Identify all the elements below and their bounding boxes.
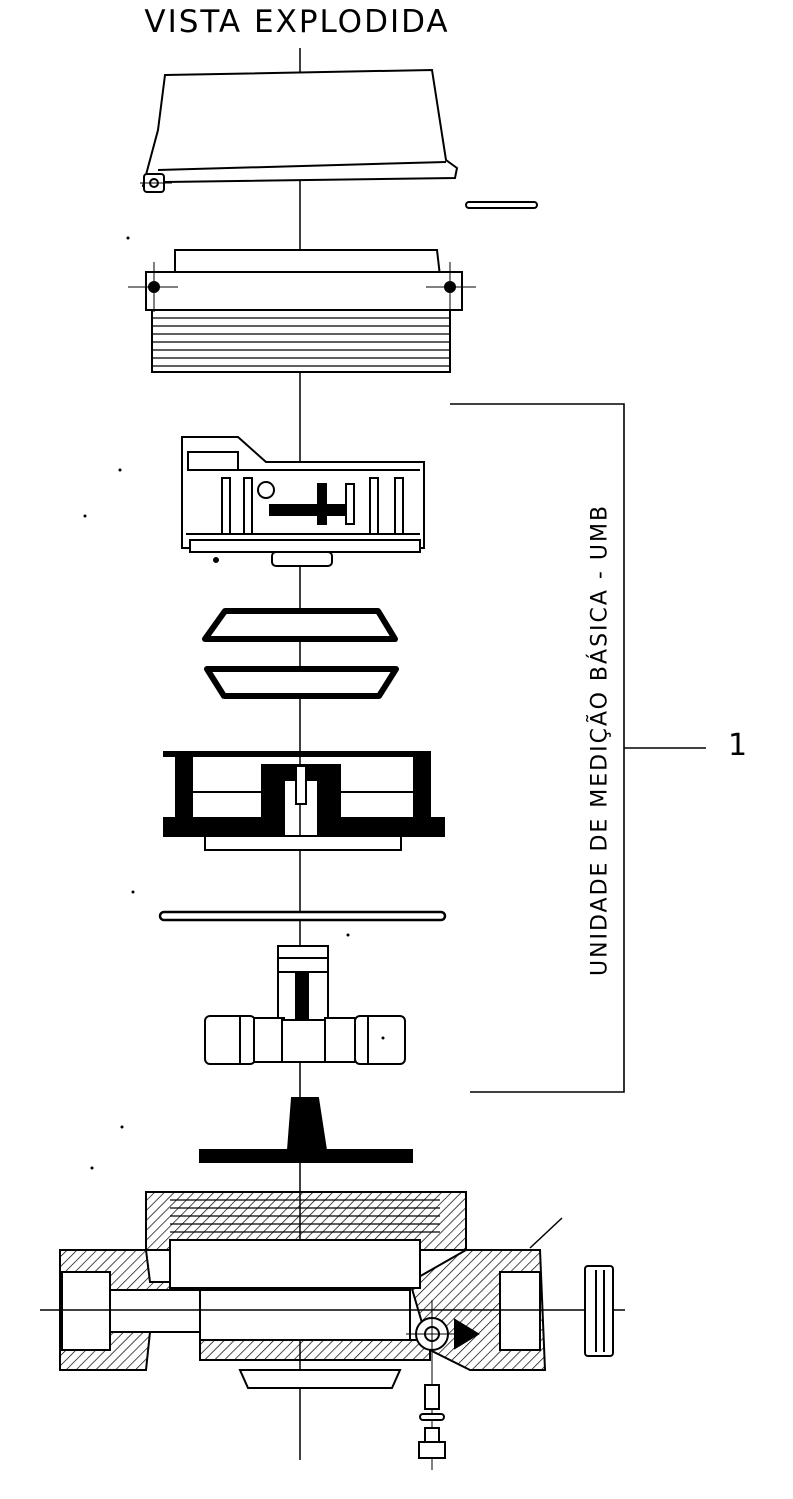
scan-specks — [83, 236, 385, 1170]
lower-seal-ring — [204, 666, 399, 699]
measuring-chamber — [163, 751, 445, 851]
callout-number: 1 — [728, 728, 748, 763]
impeller — [204, 945, 406, 1065]
o-ring — [158, 910, 447, 922]
lid-pin — [465, 201, 538, 209]
adjusting-screw — [406, 1300, 480, 1470]
cover-lid — [140, 68, 459, 193]
threaded-ring — [128, 249, 476, 373]
meter-body — [59, 1191, 563, 1389]
umb-bracket — [450, 403, 706, 1093]
register-mechanism — [181, 436, 425, 567]
regulating-shaft — [199, 1097, 413, 1163]
end-nut — [584, 1265, 614, 1357]
drawing-title: VISTA EXPLODIDA — [144, 4, 450, 40]
upper-seal-ring — [202, 608, 398, 642]
